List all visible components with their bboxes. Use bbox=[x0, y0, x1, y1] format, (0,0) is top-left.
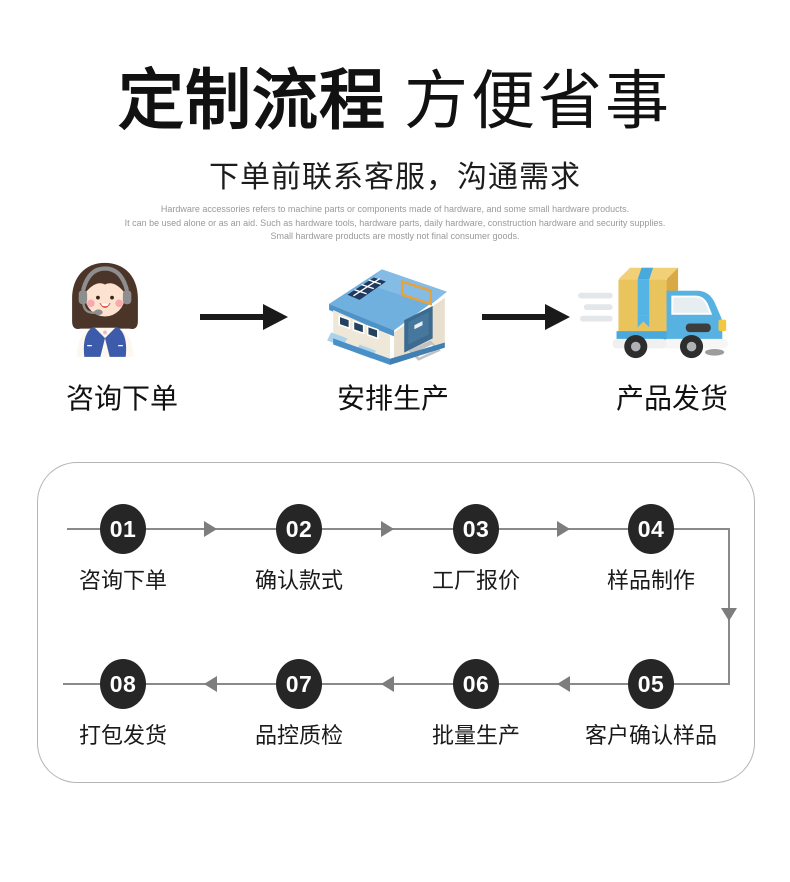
step-number-badge: 03 bbox=[453, 504, 499, 554]
right-arrow-icon bbox=[482, 304, 570, 330]
step-label: 咨询下单 bbox=[78, 568, 168, 593]
customer-service-icon bbox=[58, 258, 152, 358]
description-line: Hardware accessories refers to machine p… bbox=[160, 204, 630, 214]
step-number-badge: 05 bbox=[628, 659, 674, 709]
arrow-left-icon bbox=[557, 676, 570, 692]
step-label: 工厂报价 bbox=[431, 568, 521, 593]
step-label: 确认款式 bbox=[254, 568, 344, 593]
icon-label-product-shipping: 产品发货 bbox=[615, 383, 729, 414]
arrow-right-icon bbox=[557, 521, 570, 537]
step-label: 品控质检 bbox=[254, 723, 344, 748]
page-title-light: 方便省事 bbox=[404, 65, 672, 137]
flow-line-row1 bbox=[67, 528, 729, 530]
step-label: 客户确认样品 bbox=[584, 723, 718, 748]
right-arrow-icon bbox=[200, 304, 288, 330]
arrow-right-icon bbox=[381, 521, 394, 537]
step-label: 批量生产 bbox=[431, 723, 521, 748]
arrow-right-icon bbox=[204, 521, 217, 537]
step-label: 样品制作 bbox=[606, 568, 696, 593]
icon-label-consult-order: 咨询下单 bbox=[65, 383, 179, 414]
flow-line-vertical bbox=[728, 528, 730, 685]
arrow-left-icon bbox=[204, 676, 217, 692]
step-number-badge: 04 bbox=[628, 504, 674, 554]
truck-icon bbox=[576, 260, 734, 360]
page-title-bold: 定制流程 bbox=[118, 63, 386, 137]
step-number-badge: 02 bbox=[276, 504, 322, 554]
step-number-badge: 07 bbox=[276, 659, 322, 709]
flow-line-row2 bbox=[63, 683, 729, 685]
step-number-badge: 06 bbox=[453, 659, 499, 709]
step-number-badge: 08 bbox=[100, 659, 146, 709]
factory-icon bbox=[323, 253, 455, 367]
arrow-left-icon bbox=[381, 676, 394, 692]
description-line: It can be used alone or as an aid. Such … bbox=[124, 217, 666, 228]
icon-label-arrange-production: 安排生产 bbox=[336, 383, 450, 414]
description-text: Hardware accessories refers to machine p… bbox=[0, 203, 790, 244]
page-title: 定制流程方便省事 bbox=[0, 62, 790, 150]
description-line: Small hardware products are mostly not f… bbox=[270, 231, 520, 241]
process-flow-box: 01 咨询下单 02 确认款式 03 工厂报价 04 样品制作 08 打包发货 … bbox=[37, 462, 755, 783]
page-subtitle: 下单前联系客服，沟通需求 bbox=[209, 161, 581, 194]
step-number-badge: 01 bbox=[100, 504, 146, 554]
step-label: 打包发货 bbox=[78, 723, 168, 748]
arrow-down-icon bbox=[721, 608, 737, 621]
